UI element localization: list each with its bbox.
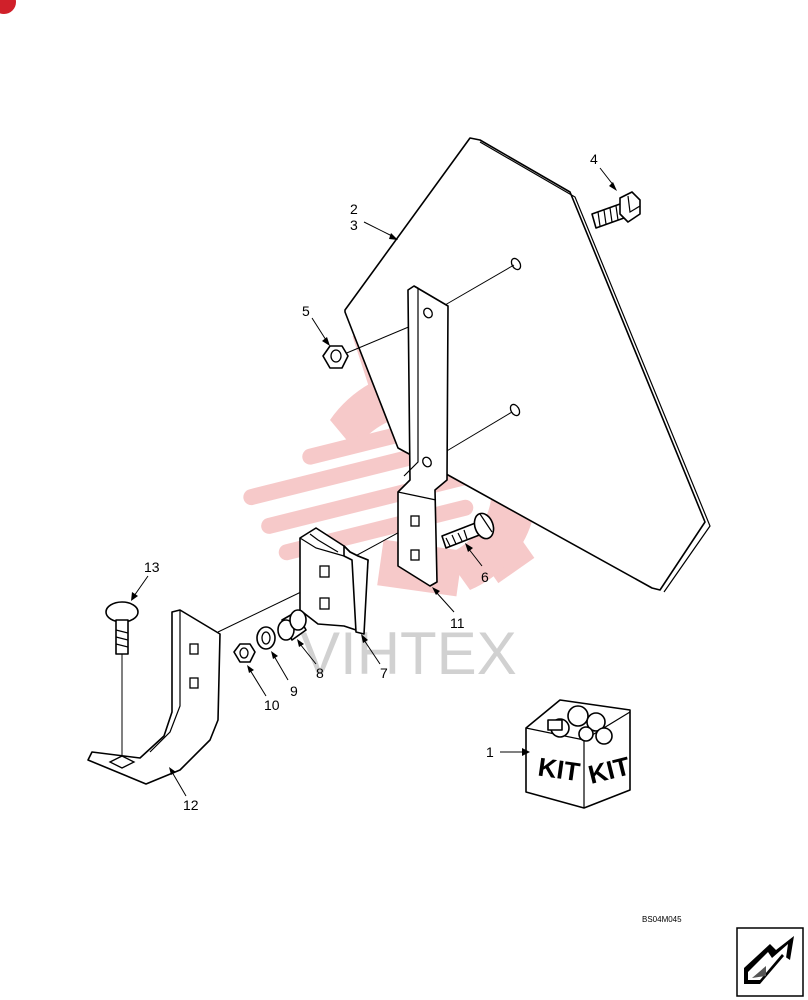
callout-1: 1 — [486, 744, 494, 760]
callout-4: 4 — [590, 151, 598, 167]
bracket-part-7 — [299, 527, 369, 635]
callout-13: 13 — [144, 559, 160, 575]
callout-9: 9 — [290, 683, 298, 699]
drawing-reference: BS04M045 — [642, 915, 682, 924]
strap-part-11 — [397, 285, 449, 587]
washer-part-9 — [256, 626, 276, 650]
callout-6: 6 — [481, 569, 489, 585]
callout-11: 11 — [450, 615, 465, 631]
kit-box-part-1: KIT KIT — [525, 699, 633, 809]
angle-bracket-part-12 — [87, 609, 221, 785]
callout-8: 8 — [316, 665, 324, 681]
callout-5: 5 — [302, 303, 310, 319]
leader-lines — [131, 167, 617, 797]
callout-10: 10 — [264, 697, 280, 713]
corner-logo-icon — [0, 0, 16, 14]
kit-contents-icon — [547, 705, 613, 745]
callout-3: 3 — [350, 217, 358, 233]
bolt-part-6 — [441, 512, 495, 549]
spacer-part-8 — [277, 609, 307, 641]
nut-part-10 — [233, 643, 256, 663]
watermark-text: VIHTEX — [300, 620, 517, 687]
callouts: 4 2 3 5 6 11 7 8 9 10 12 13 1 — [144, 151, 598, 813]
callout-7: 7 — [380, 665, 388, 681]
bolt-part-4 — [591, 191, 641, 229]
next-page-button[interactable] — [736, 927, 804, 997]
bolt-part-13 — [105, 601, 139, 655]
kit-label-left: KIT — [536, 752, 582, 788]
callout-12: 12 — [183, 797, 199, 813]
callout-2: 2 — [350, 201, 358, 217]
nut-part-5 — [322, 345, 349, 369]
next-page-arrow-icon — [744, 936, 794, 984]
